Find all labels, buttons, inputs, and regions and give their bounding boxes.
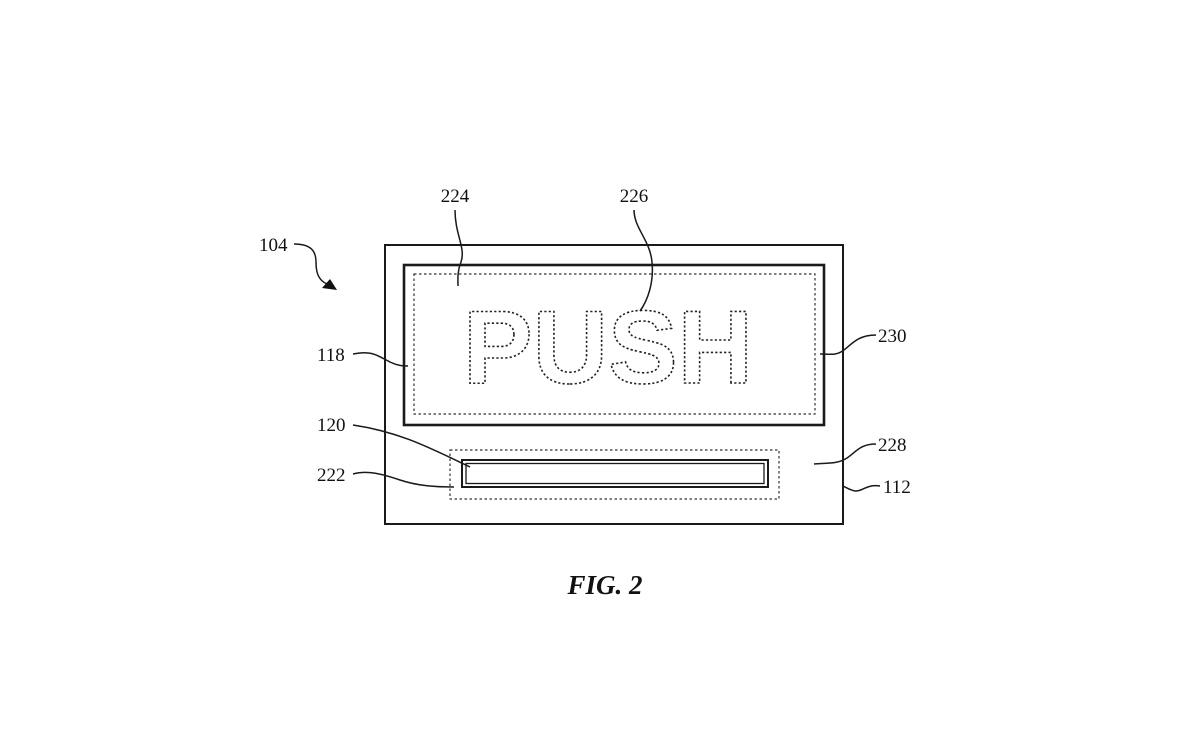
leader-112: [842, 484, 881, 492]
ref-120: 120: [317, 415, 346, 436]
outer-panel: [384, 244, 844, 525]
ref-228: 228: [878, 435, 907, 456]
ref-230: 230: [878, 326, 907, 347]
arrowhead-104: [322, 279, 337, 290]
leader-224: [454, 209, 463, 287]
ref-224: 224: [441, 186, 470, 207]
ref-226: 226: [620, 186, 649, 207]
leader-228: [813, 443, 877, 465]
strip-dashed-frame: [449, 449, 780, 500]
ref-112: 112: [883, 477, 911, 498]
leader-222: [352, 471, 455, 488]
push-text: PUSH: [463, 290, 753, 406]
strip-inner: [465, 462, 765, 485]
leader-104: [293, 243, 328, 285]
display-dashed-boundary: [413, 273, 816, 415]
leader-118: [352, 351, 409, 367]
figure-caption: FIG. 2: [566, 570, 642, 600]
leader-226: [633, 209, 654, 312]
ref-104: 104: [259, 235, 288, 256]
leader-120: [352, 424, 471, 468]
display-window-frame: [402, 263, 826, 427]
leader-230: [819, 334, 877, 356]
ref-118: 118: [317, 345, 345, 366]
strip-outer: [461, 459, 769, 488]
ref-222: 222: [317, 465, 346, 486]
